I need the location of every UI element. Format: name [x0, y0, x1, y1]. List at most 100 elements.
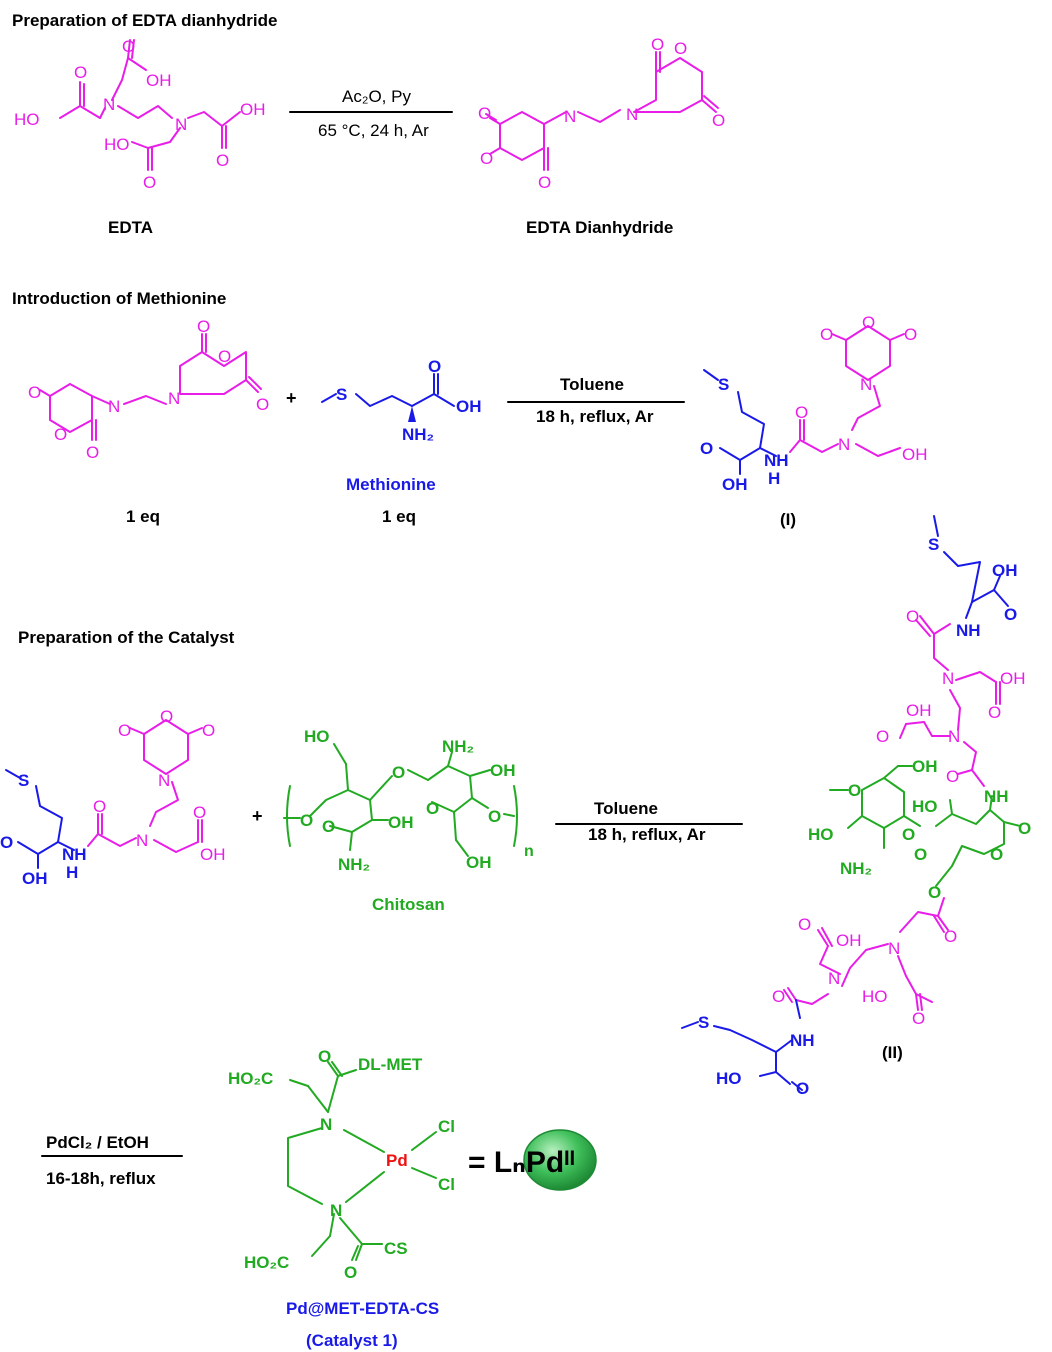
atom-o: O	[488, 807, 501, 826]
atom-o: O	[193, 803, 206, 822]
dianhydride-reactant	[39, 333, 262, 441]
atom-o: O	[86, 443, 99, 462]
atom-nh2: NH₂	[402, 425, 434, 444]
atom-oh: OH	[906, 701, 932, 720]
atom-o: O	[928, 883, 941, 902]
atom-o: O	[946, 767, 959, 786]
atom-oh: OH	[466, 853, 492, 872]
reagent-pdcl2: PdCl₂ / EtOH	[46, 1133, 149, 1152]
atom-nh: NH	[790, 1031, 815, 1050]
atom-o: O	[478, 104, 491, 123]
methionine-label: Methionine	[346, 475, 436, 494]
atom-s: S	[718, 375, 729, 394]
atom-oh: OH	[22, 869, 48, 888]
plus-sign-1: +	[286, 388, 297, 408]
atom-nh: NH	[764, 451, 789, 470]
atom-s: S	[18, 771, 29, 790]
atom-oh: OH	[456, 397, 482, 416]
atom-nh: NH	[62, 845, 87, 864]
atom-n: N	[136, 831, 148, 850]
pd-center: Pd	[386, 1151, 408, 1170]
atom-oh: OH	[240, 100, 266, 119]
atom-o: O	[798, 915, 811, 934]
atom-o: O	[712, 111, 725, 130]
conditions-18h-1: 18 h, reflux, Ar	[536, 407, 654, 426]
chitosan-label: Chitosan	[372, 895, 445, 914]
atom-n: N	[942, 669, 954, 688]
atom-o: O	[0, 833, 13, 852]
atom-oh: OH	[490, 761, 516, 780]
reagent-toluene-2: Toluene	[594, 799, 658, 818]
atom-o: O	[772, 987, 785, 1006]
atom-o: O	[54, 425, 67, 444]
atom-o: O	[160, 707, 173, 726]
atom-nh2: NH₂	[338, 855, 370, 874]
atom-o: O	[300, 811, 313, 830]
product-i-label: (I)	[780, 510, 796, 529]
atom-o: O	[428, 357, 441, 376]
atom-o: O	[480, 149, 493, 168]
atom-n: N	[103, 95, 115, 114]
atom-o: O	[197, 317, 210, 336]
repeat-n: n	[524, 843, 534, 860]
atom-n: N	[330, 1201, 342, 1220]
atom-o: O	[876, 727, 889, 746]
atom-oh: OH	[902, 445, 928, 464]
eq-label-methionine: 1 eq	[382, 507, 416, 526]
atom-o: O	[820, 325, 833, 344]
reagent-toluene-1: Toluene	[560, 375, 624, 394]
heading-introduction-methionine: Introduction of Methionine	[12, 289, 226, 308]
pd-complex-structure	[287, 1061, 437, 1261]
atom-o: O	[344, 1263, 357, 1282]
atom-h: H	[66, 863, 78, 882]
compound-i-reactant	[5, 719, 203, 869]
atom-n: N	[626, 105, 638, 124]
atom-oh: OH	[1000, 669, 1026, 688]
atom-o: O	[988, 703, 1001, 722]
atom-oh: OH	[388, 813, 414, 832]
atom-nh2: NH₂	[840, 859, 872, 878]
product-ii-structure	[681, 515, 1021, 1091]
atom-nh: NH	[984, 787, 1009, 806]
atom-o: O	[202, 721, 215, 740]
atom-o: O	[990, 845, 1003, 864]
conditions-16-18h: 16-18h, reflux	[46, 1169, 156, 1188]
atom-s: S	[928, 535, 939, 554]
atom-o: O	[143, 173, 156, 192]
product-i-structure	[703, 325, 905, 475]
atom-n: N	[888, 939, 900, 958]
ho2c-bottom: HO₂C	[244, 1253, 289, 1272]
atom-o: O	[795, 403, 808, 422]
chitosan-structure	[283, 743, 518, 857]
atom-o: O	[906, 607, 919, 626]
product-ii-label: (II)	[882, 1043, 903, 1062]
reagent-ac2o-py: Ac₂O, Py	[342, 87, 411, 106]
edta-dianhydride-structure	[485, 51, 719, 171]
dl-met-label: DL-MET	[358, 1055, 423, 1074]
atom-o: O	[322, 817, 335, 836]
cs-label: CS	[384, 1239, 408, 1258]
atom-o: O	[944, 927, 957, 946]
atom-s: S	[336, 385, 347, 404]
edta-structure	[59, 39, 241, 171]
atom-ho: HO	[912, 797, 938, 816]
edta-label: EDTA	[108, 218, 153, 237]
heading-preparation-catalyst: Preparation of the Catalyst	[18, 628, 235, 647]
atom-ho: HO	[808, 825, 834, 844]
atom-o: O	[318, 1047, 331, 1066]
atom-ho: HO	[14, 110, 40, 129]
atom-ho: HO	[862, 987, 888, 1006]
atom-o: O	[256, 395, 269, 414]
atom-n: N	[860, 375, 872, 394]
atom-o: O	[848, 781, 861, 800]
atom-n: N	[168, 389, 180, 408]
atom-n: N	[828, 969, 840, 988]
atom-o: O	[914, 845, 927, 864]
atom-o: O	[218, 347, 231, 366]
atom-ho: HO	[304, 727, 330, 746]
atom-ho: HO	[104, 135, 130, 154]
atom-o: O	[904, 325, 917, 344]
eq-label-dianhydride: 1 eq	[126, 507, 160, 526]
cl-bottom: Cl	[438, 1175, 455, 1194]
conditions-18h-2: 18 h, reflux, Ar	[588, 825, 706, 844]
